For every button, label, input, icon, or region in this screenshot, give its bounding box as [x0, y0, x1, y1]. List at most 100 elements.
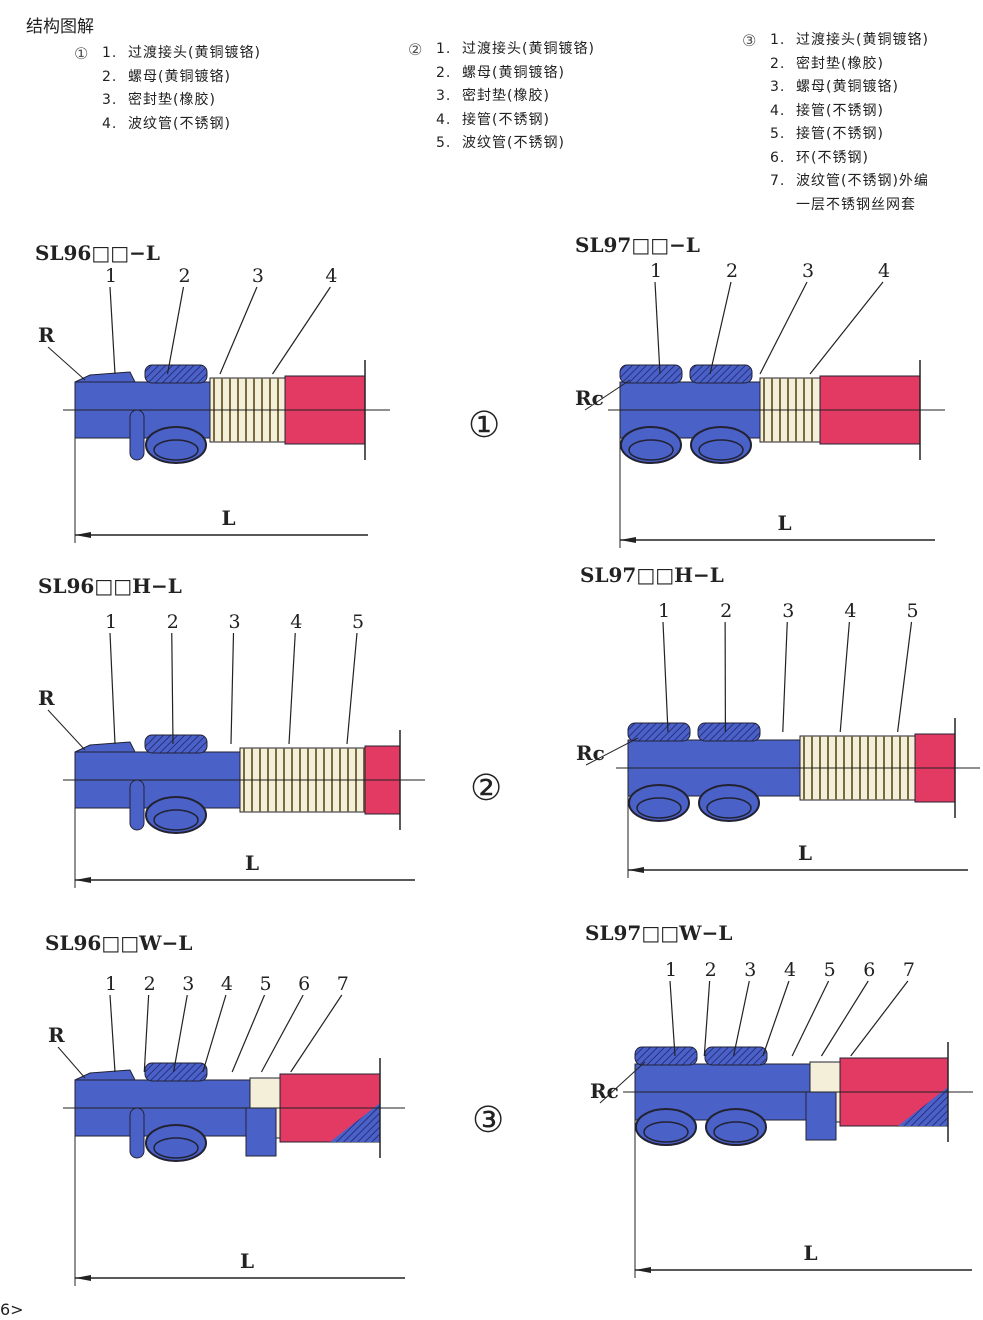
legend-item: 4.接管(不锈钢)	[436, 109, 595, 133]
legend-3: ③ 1.过渡接头(黄铜镀铬)2.密封垫(橡胶)3.螺母(黄铜镀铬)4.接管(不锈…	[742, 29, 929, 217]
nut-lower	[145, 1124, 207, 1162]
legend-1: ① 1.过渡接头(黄铜镀铬)2.螺母(黄铜镀铬)3.密封垫(橡胶)4.波纹管(不…	[74, 42, 261, 137]
legend-item-text: 螺母(黄铜镀铬)	[462, 64, 565, 81]
nut-bore	[153, 809, 199, 831]
legend-item: 3.螺母(黄铜镀铬)	[770, 76, 929, 100]
legend-item-number: 3.	[436, 88, 452, 104]
length-label: L	[240, 1249, 254, 1273]
callout-number: 7	[903, 959, 915, 981]
length-label: L	[804, 1241, 818, 1265]
callout-leader	[109, 286, 116, 375]
variant-marker: ②	[470, 768, 502, 809]
callout-number: 3	[182, 973, 194, 995]
nut-hatched-top	[697, 722, 761, 742]
model-code: SL96□□W−L	[45, 931, 192, 955]
callout-number: 4	[878, 260, 890, 282]
dimension-arrow	[75, 877, 91, 883]
legend-item: 5.接管(不锈钢)	[770, 123, 929, 147]
hex-ring	[129, 779, 145, 831]
length-label: L	[798, 841, 812, 865]
legend-item-text: 一层不锈钢丝网套	[796, 196, 916, 213]
callout-number: 5	[260, 973, 272, 995]
nut-bore	[713, 1121, 759, 1143]
legend-item-number: 3.	[102, 92, 118, 108]
thread-label: R	[38, 323, 55, 347]
callout-number: 5	[907, 600, 919, 622]
dimension-arrow	[620, 537, 636, 543]
legend-item-text: 螺母(黄铜镀铬)	[128, 68, 231, 85]
callout-leader	[732, 980, 750, 1057]
legend-item-number: 4.	[770, 102, 786, 119]
callout-leader	[820, 980, 869, 1057]
callout-leader	[709, 281, 732, 375]
nut-hatched-top	[144, 1062, 208, 1082]
callout-number: 7	[337, 973, 349, 995]
thread-leader	[584, 379, 631, 411]
callout-number: 4	[221, 973, 233, 995]
legend-item-number: 1.	[436, 41, 452, 57]
callout-number: 2	[167, 611, 179, 633]
variant-marker: ①	[468, 405, 500, 446]
callout-number: 3	[229, 611, 241, 633]
legend-item: 4.波纹管(不锈钢)	[102, 113, 261, 137]
callout-leader	[762, 980, 790, 1057]
dimension-arrow	[635, 1267, 651, 1273]
thread-label: Rc	[576, 741, 605, 765]
legend-item: 1.过渡接头(黄铜镀铬)	[770, 29, 929, 53]
callout-number: 4	[290, 611, 302, 633]
nut-lower	[620, 426, 682, 464]
legend-marker: ③	[742, 31, 758, 50]
callout-leader	[260, 994, 304, 1073]
callout-leader	[231, 994, 266, 1073]
legend-item-text: 波纹管(不锈钢)	[462, 135, 565, 151]
nut-hatched-top	[634, 1046, 698, 1066]
nut-lower	[635, 1108, 697, 1146]
fitting-right-3	[599, 980, 973, 1278]
model-code: SL97□□−L	[575, 233, 700, 257]
nut-lower	[145, 796, 207, 834]
legend-item-number: 7.	[770, 173, 786, 189]
legend-item-text: 环(不锈钢)	[796, 149, 869, 166]
callout-leader	[839, 621, 850, 733]
nut-lower	[690, 426, 752, 464]
hex-ring	[129, 1107, 145, 1159]
nut-bore	[643, 1121, 689, 1143]
length-label: L	[222, 506, 236, 530]
legend-item: 5.波纹管(不锈钢)	[436, 132, 595, 156]
legend-item-number: 2.	[102, 68, 118, 85]
braid-hatch	[898, 1087, 948, 1126]
model-code: SL97□□W−L	[585, 921, 732, 945]
legend-item-number: 4.	[436, 111, 452, 128]
callout-leader	[654, 281, 661, 375]
dimension-arrow	[628, 867, 644, 873]
male-thread	[74, 1069, 136, 1081]
hex-ring	[129, 409, 145, 461]
callout-leader	[897, 621, 913, 733]
callout-leader	[346, 632, 358, 745]
legend-item-number: 2.	[770, 55, 786, 72]
callout-number: 1	[665, 959, 677, 981]
legend-marker: ①	[74, 44, 90, 63]
nut-lower	[698, 784, 760, 822]
legend-item-text: 接管(不锈钢)	[796, 126, 884, 142]
nut-bore	[698, 439, 744, 461]
nut-hatched-top	[689, 364, 753, 384]
callout-number: 1	[650, 260, 662, 282]
callout-number: 1	[105, 973, 117, 995]
callout-number: 3	[782, 600, 794, 622]
fitting-left-3	[57, 994, 405, 1286]
callout-number: 1	[658, 600, 670, 622]
callout-leader	[109, 994, 116, 1073]
legend-2: ② 1.过渡接头(黄铜镀铬)2.螺母(黄铜镀铬)3.密封垫(橡胶)4.接管(不锈…	[408, 38, 595, 156]
nut-hatched-top	[619, 364, 683, 384]
nut-hatched-top	[627, 722, 691, 742]
callout-leader	[791, 980, 830, 1057]
legend-marker: ②	[408, 40, 424, 59]
nut-bore	[153, 439, 199, 461]
legend-item-text: 波纹管(不锈钢)外编	[796, 173, 929, 189]
ring-collar	[245, 1107, 277, 1157]
callout-leader	[850, 980, 909, 1057]
callout-number: 6	[298, 973, 310, 995]
callout-leader	[172, 994, 188, 1073]
